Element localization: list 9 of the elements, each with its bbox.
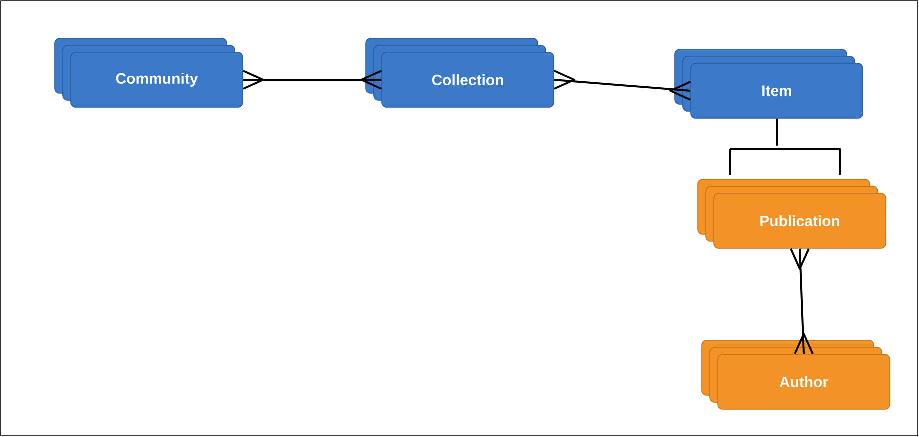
- connector: [553, 70, 692, 101]
- entity-box: Author: [702, 340, 890, 410]
- connector: [729, 118, 841, 176]
- connector: [242, 70, 383, 90]
- entity-box: Publication: [698, 179, 886, 249]
- entity-box: Item: [674, 49, 864, 119]
- entity-box: Collection: [366, 38, 554, 108]
- entity-box: Community: [54, 38, 244, 108]
- connector: [790, 248, 814, 356]
